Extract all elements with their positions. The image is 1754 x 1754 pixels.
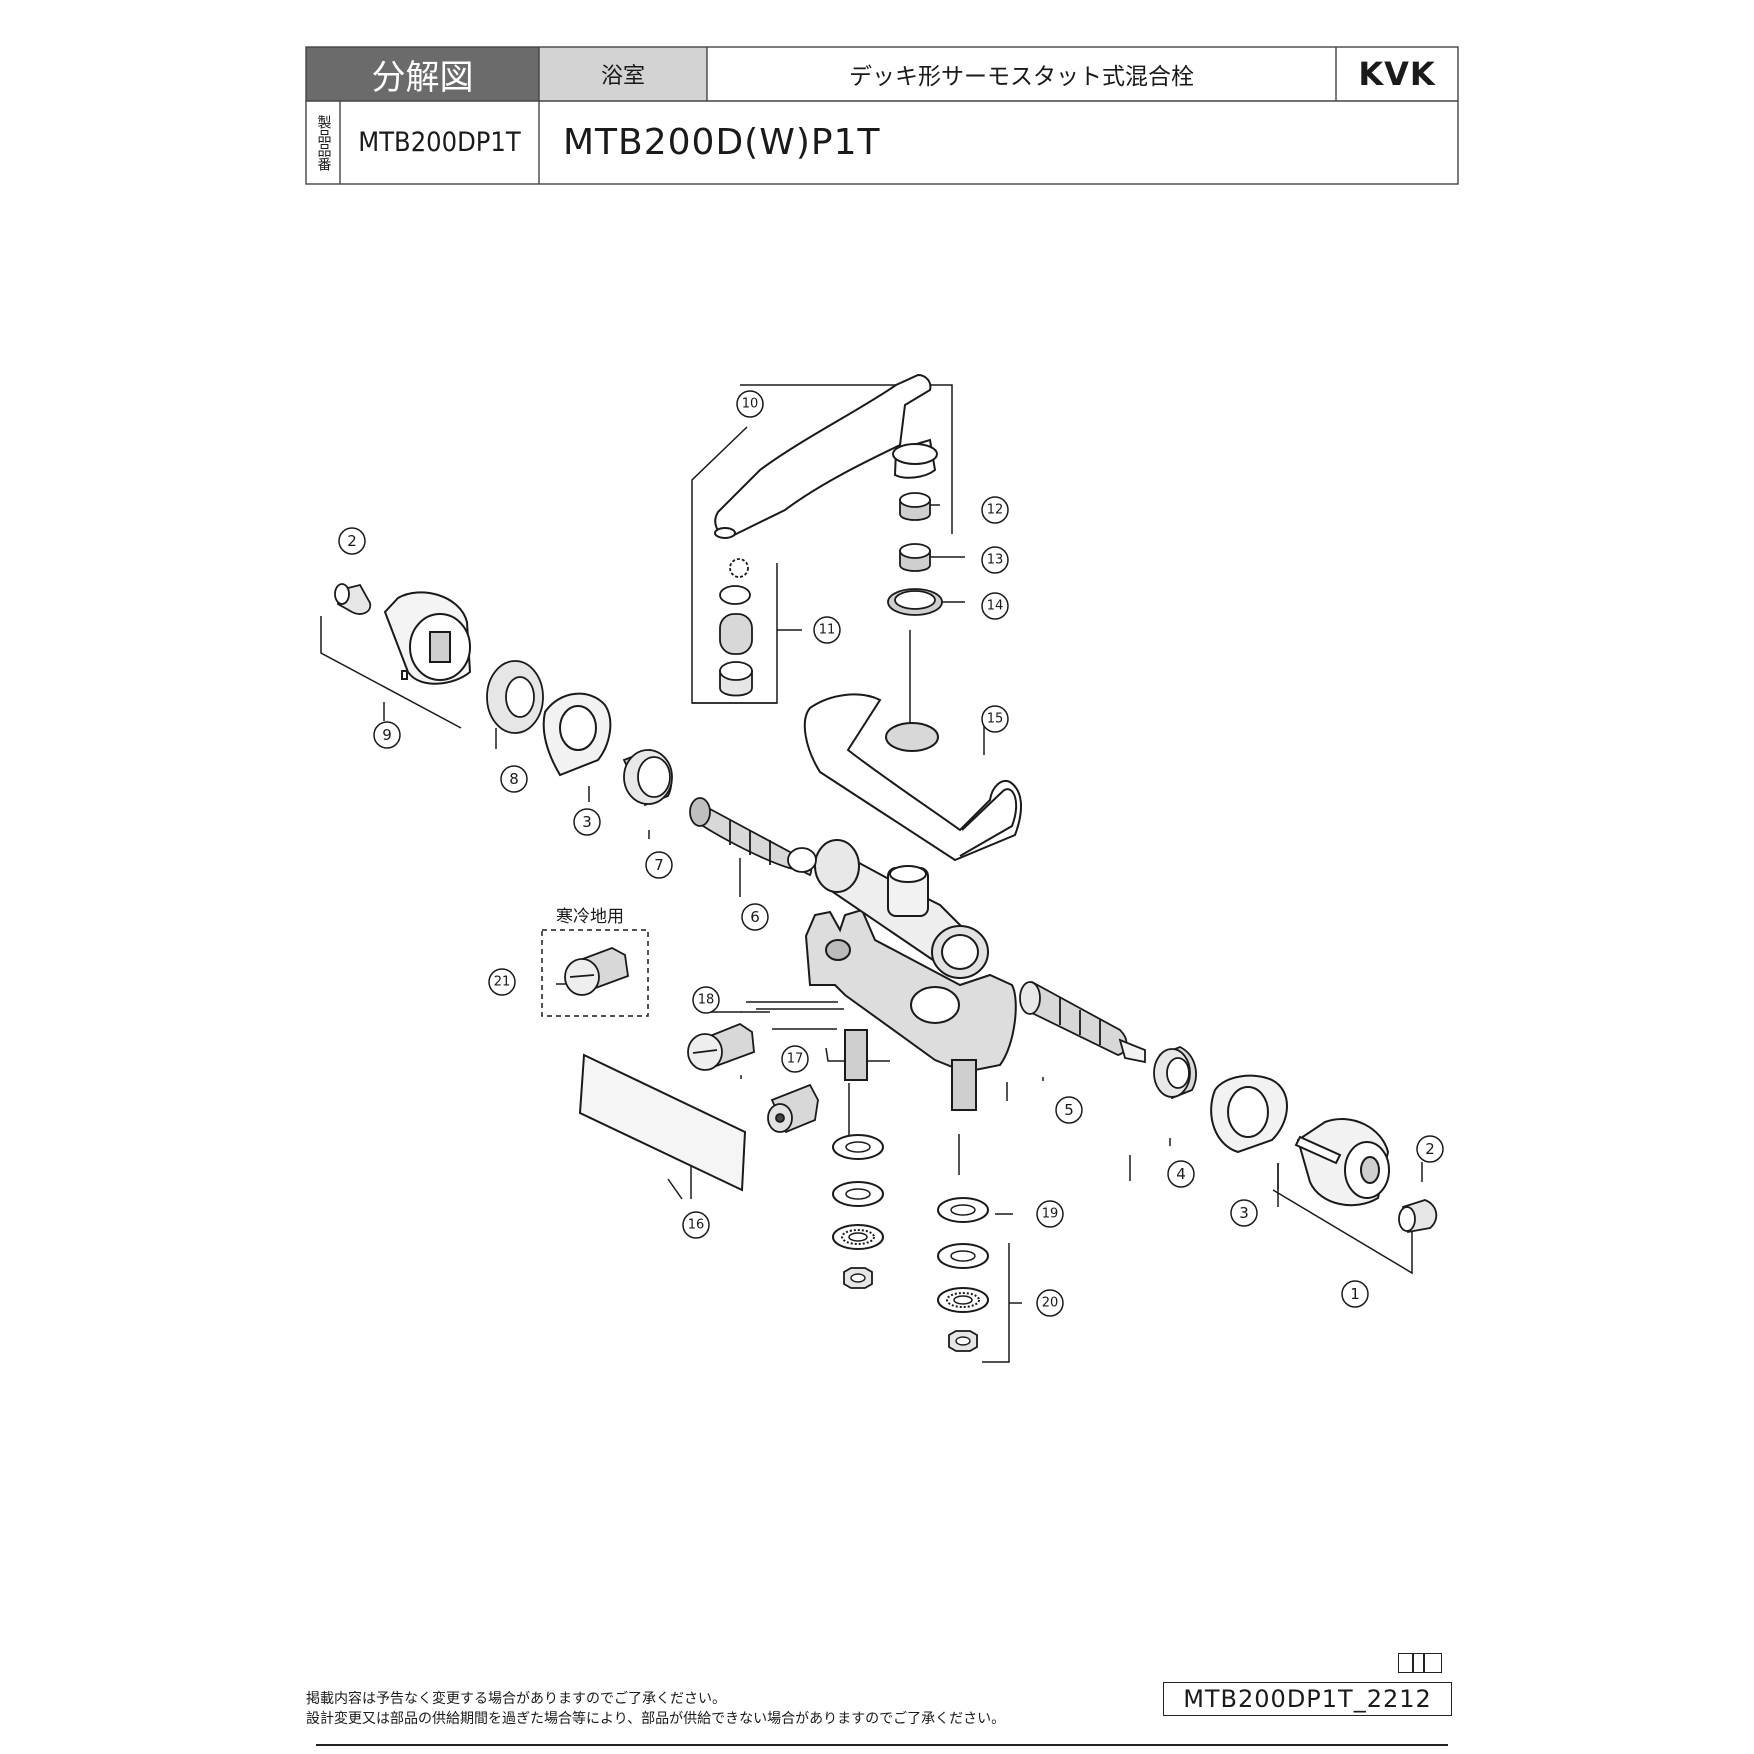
callout-7 [645, 851, 673, 879]
leader-lines [320, 384, 1423, 1363]
footer-note-1: 掲載内容は予告なく変更する場合がありますのでご了承ください。 [306, 1691, 726, 1707]
callout-3-left [573, 808, 601, 836]
callout-3-right [1230, 1199, 1258, 1227]
mounting-hardware-left [832, 1134, 884, 1289]
cap-part-left [334, 583, 372, 615]
model-number: MTB200D(W)P1T [563, 122, 881, 163]
plug-part-18 [687, 1022, 755, 1071]
temperature-handle-part [383, 591, 472, 685]
callout-4-text: 4 [1176, 1165, 1186, 1183]
callout-9-text: 9 [382, 726, 392, 744]
callout-8 [500, 765, 528, 793]
callout-21 [488, 968, 516, 996]
diagram-title: 分解図 [306, 47, 539, 101]
callout-20 [1036, 1289, 1064, 1317]
callout-3-left-text: 3 [582, 813, 592, 831]
callout-20-text: 20 [1042, 1296, 1059, 1311]
callout-4 [1167, 1160, 1195, 1188]
stop-ring-part-left [542, 692, 612, 777]
plate-part [578, 1053, 747, 1192]
brand-logo: KVK [1358, 55, 1436, 93]
callout-10 [736, 390, 764, 418]
thermostat-cartridge-part [689, 797, 817, 877]
mounting-hardware-right [937, 1197, 989, 1352]
callout-15-text: 15 [987, 712, 1004, 727]
footer-note-2: 設計変更又は部品の供給期間を過ぎた場合等により、部品が供給できない場合があります… [306, 1711, 1006, 1727]
callout-18 [692, 986, 720, 1014]
callout-5 [1055, 1096, 1083, 1124]
document-mark-icon [1398, 1653, 1442, 1673]
callout-18-text: 18 [698, 993, 715, 1008]
callout-7-text: 7 [654, 856, 664, 874]
callout-2-right [1416, 1135, 1444, 1163]
callout-14-text: 14 [987, 599, 1004, 614]
callout-2-left [338, 527, 366, 555]
flow-cartridge-part [1019, 981, 1146, 1064]
body-cover-part [803, 693, 1022, 862]
product-number-label: 製品品番 [315, 114, 332, 171]
callout-14 [981, 592, 1009, 620]
header-grid [305, 46, 1459, 185]
callout-10-text: 10 [742, 397, 759, 412]
callout-5-text: 5 [1064, 1101, 1074, 1119]
callout-19 [1036, 1200, 1064, 1228]
callout-9 [373, 721, 401, 749]
nut-part-7 [622, 749, 673, 807]
callout-11-text: 11 [819, 623, 836, 638]
callout-19-text: 19 [1042, 1207, 1059, 1222]
category-label: 浴室 [539, 47, 707, 101]
callout-6 [741, 903, 769, 931]
cap-part-right [1398, 1199, 1438, 1234]
callouts [338, 390, 1444, 1317]
callout-16-text: 16 [688, 1218, 705, 1233]
callout-11 [813, 616, 841, 644]
flow-handle-part [1294, 1117, 1390, 1207]
callout-numbers: 1 2 2 3 3 4 5 6 7 8 9 10 11 12 13 14 15 … [347, 397, 1435, 1311]
callout-8-text: 8 [509, 770, 519, 788]
callout-16 [682, 1211, 710, 1239]
product-number: MTB200DP1T [358, 127, 521, 158]
callout-13-text: 13 [987, 553, 1004, 568]
callout-17-text: 17 [787, 1052, 804, 1067]
valve-body-part [804, 839, 1017, 1111]
product-name: デッキ形サーモスタット式混合栓 [849, 64, 1194, 90]
spout-part [714, 373, 938, 539]
footer-rule [316, 1744, 1448, 1746]
stop-ring-part-right [1210, 1074, 1288, 1154]
callout-15 [981, 705, 1009, 733]
document-code: MTB200DP1T_2212 [1163, 1682, 1452, 1716]
callout-1-text: 1 [1350, 1285, 1360, 1303]
callout-2-right-text: 2 [1425, 1140, 1435, 1158]
callout-2-left-text: 2 [347, 532, 357, 550]
ring-part-8 [486, 660, 544, 734]
callout-3-right-text: 3 [1239, 1204, 1249, 1222]
aerator-part [719, 558, 753, 697]
spout-fittings [887, 492, 943, 616]
nut-part-4 [1153, 1046, 1197, 1100]
callout-17 [781, 1045, 809, 1073]
callout-1 [1341, 1280, 1369, 1308]
callout-12 [981, 496, 1009, 524]
drain-plug-cold-part [564, 947, 629, 996]
callout-21-text: 21 [494, 975, 511, 990]
cold-region-label: 寒冷地用 [556, 907, 624, 927]
check-valve-part [767, 1083, 819, 1134]
callout-13 [981, 546, 1009, 574]
cold-region-box [541, 929, 649, 1017]
callout-6-text: 6 [750, 908, 760, 926]
callout-12-text: 12 [987, 503, 1004, 518]
